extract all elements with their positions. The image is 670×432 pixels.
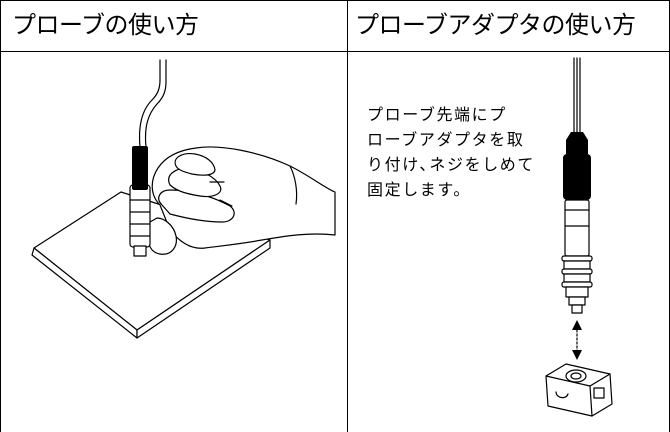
probe-body bbox=[561, 199, 593, 314]
column-divider bbox=[347, 0, 348, 432]
attach-arrow bbox=[572, 320, 582, 360]
hand-holding-probe-illustration bbox=[31, 59, 336, 339]
hand bbox=[147, 146, 336, 255]
probe-adapter-usage-heading: プローブアダプタの使い方 bbox=[355, 11, 636, 39]
header-divider bbox=[0, 51, 670, 52]
adapter-instruction-text: プローブ先端にプ ローブアダプタを取 り付け､ネジをしめて 固定します。 bbox=[367, 105, 536, 199]
probe-cable bbox=[138, 59, 161, 148]
probe-usage-heading: プローブの使い方 bbox=[12, 11, 199, 39]
probe bbox=[129, 146, 151, 257]
probe-adapter bbox=[545, 363, 613, 417]
probe-boot bbox=[563, 132, 591, 200]
